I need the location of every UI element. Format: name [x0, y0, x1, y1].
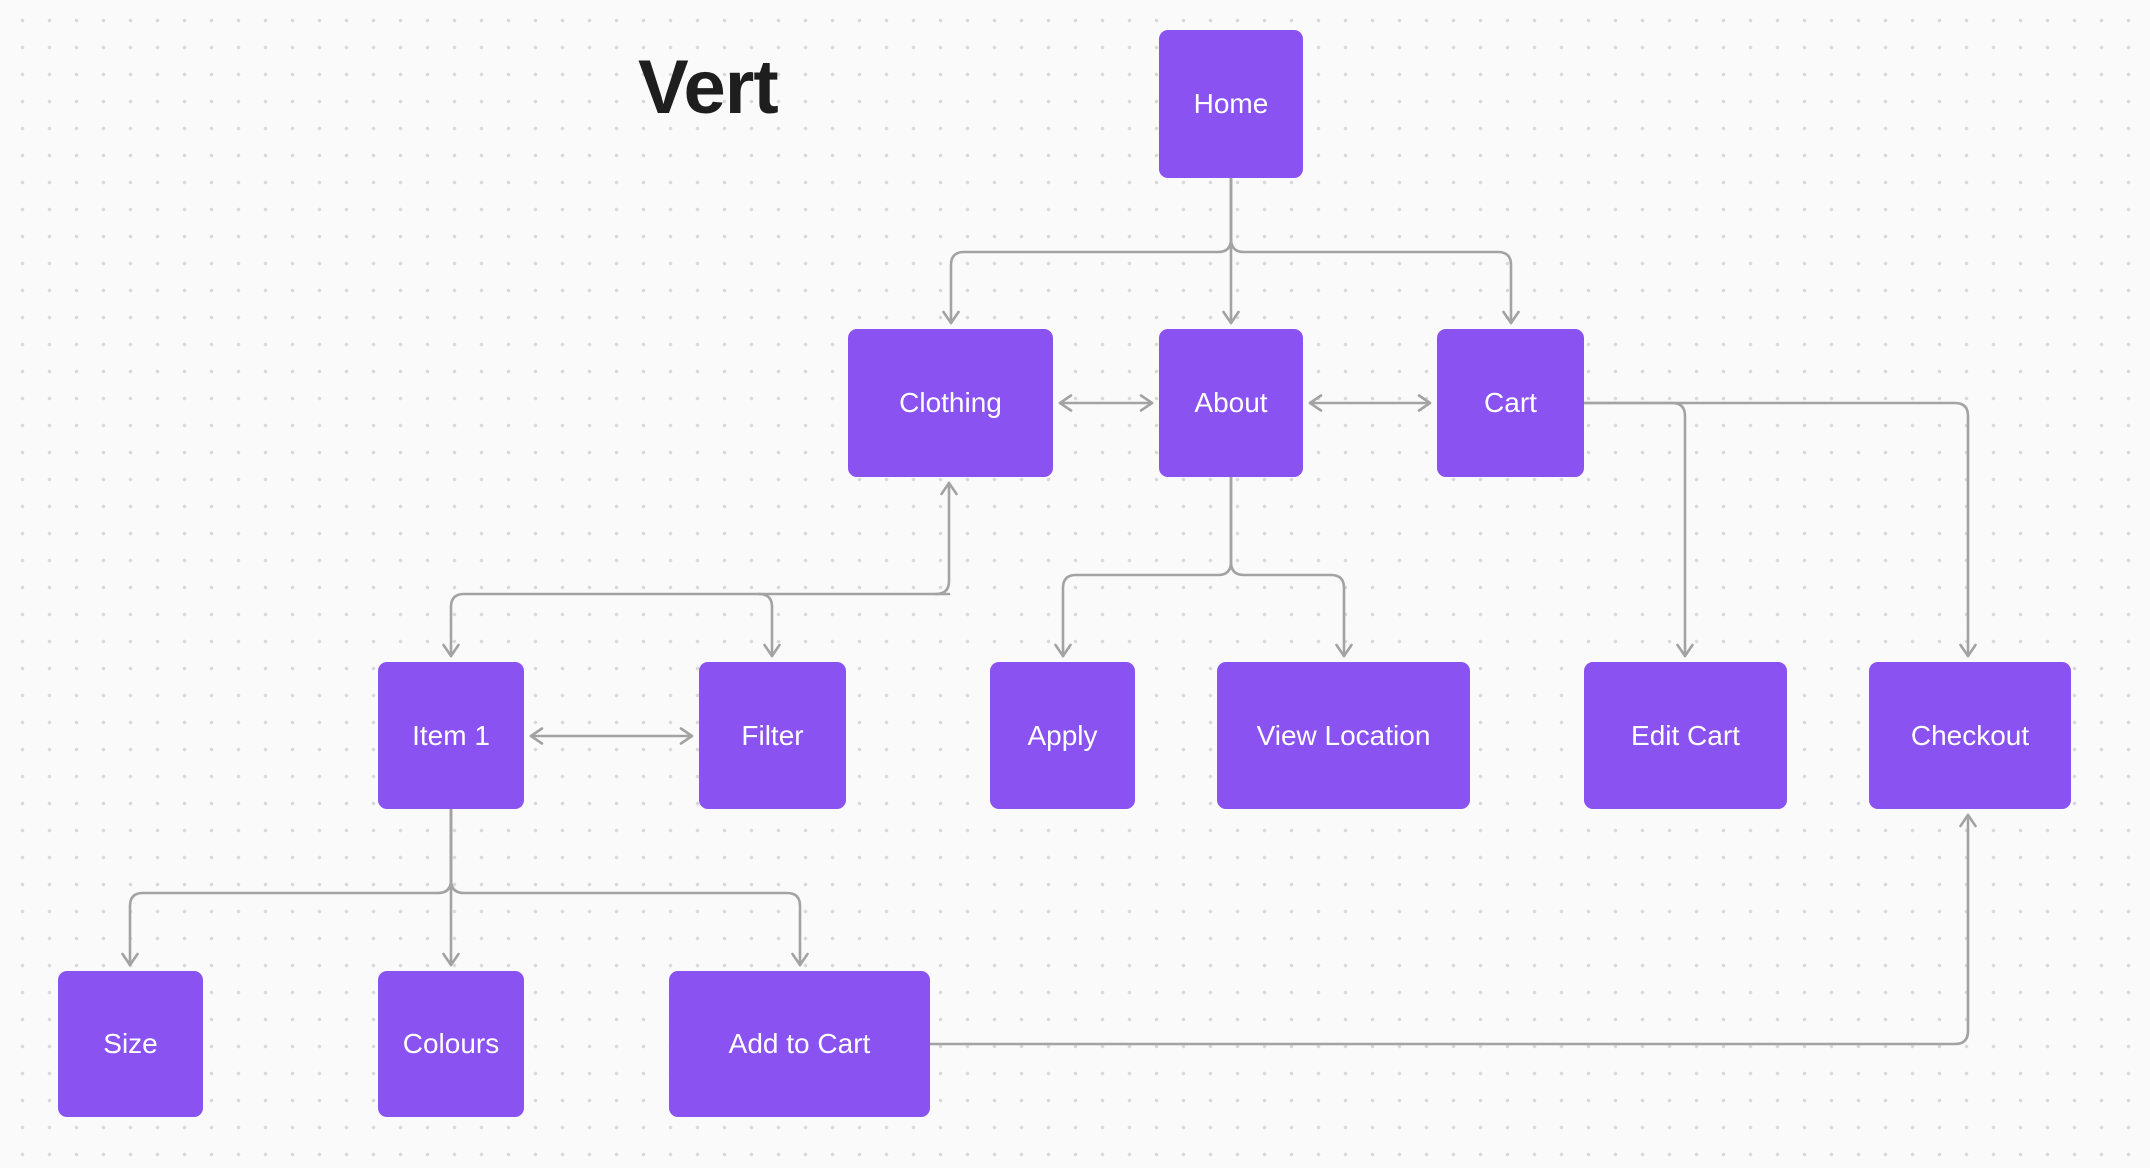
node-view-location-label: View Location — [1256, 719, 1431, 751]
edge-cart-edit-cart[interactable] — [1582, 401, 1694, 658]
node-edit-cart-label: Edit Cart — [1631, 719, 1740, 751]
edge-cart-checkout[interactable] — [1582, 401, 1977, 658]
node-about[interactable]: About — [1159, 329, 1303, 477]
node-item1[interactable]: Item 1 — [378, 662, 524, 809]
node-apply[interactable]: Apply — [990, 662, 1135, 809]
edge-item1-clothing[interactable] — [934, 481, 958, 596]
edge-clothing-item1[interactable] — [442, 592, 951, 658]
node-item1-label: Item 1 — [412, 719, 490, 751]
node-checkout-label: Checkout — [1910, 719, 2030, 751]
node-colours-label: Colours — [402, 1028, 500, 1059]
node-view-location[interactable]: View Location — [1217, 662, 1470, 809]
node-edit-cart[interactable]: Edit Cart — [1584, 662, 1787, 809]
node-add-to-cart-label: Add to Cart — [728, 1028, 871, 1059]
edge-clothing-filter[interactable] — [757, 592, 781, 658]
edge-about-view-location[interactable] — [1229, 475, 1353, 658]
edge-about-apply[interactable] — [1054, 475, 1233, 658]
edge-item1-add-to-cart[interactable] — [449, 807, 809, 967]
node-cart[interactable]: Cart — [1437, 329, 1584, 477]
node-checkout[interactable]: Checkout — [1869, 662, 2071, 809]
node-filter-label: Filter — [741, 719, 804, 751]
node-home-label: Home — [1193, 88, 1269, 119]
edge-home-clothing[interactable] — [942, 176, 1233, 325]
node-clothing[interactable]: Clothing — [848, 329, 1053, 477]
node-colours[interactable]: Colours — [378, 971, 524, 1117]
node-size[interactable]: Size — [58, 971, 203, 1117]
edge-home-cart[interactable] — [1229, 176, 1520, 325]
node-about-label: About — [1194, 387, 1268, 418]
edge-add-to-cart-checkout[interactable] — [928, 813, 1977, 1046]
node-cart-label: Cart — [1484, 387, 1537, 418]
node-add-to-cart[interactable]: Add to Cart — [669, 971, 930, 1117]
node-filter[interactable]: Filter — [699, 662, 846, 809]
node-size-label: Size — [103, 1028, 158, 1059]
node-clothing-label: Clothing — [899, 387, 1002, 418]
diagram-title[interactable]: Vert — [638, 45, 779, 130]
edge-item1-size[interactable] — [121, 807, 453, 967]
node-home[interactable]: Home — [1159, 30, 1303, 178]
node-apply-label: Apply — [1027, 719, 1098, 751]
